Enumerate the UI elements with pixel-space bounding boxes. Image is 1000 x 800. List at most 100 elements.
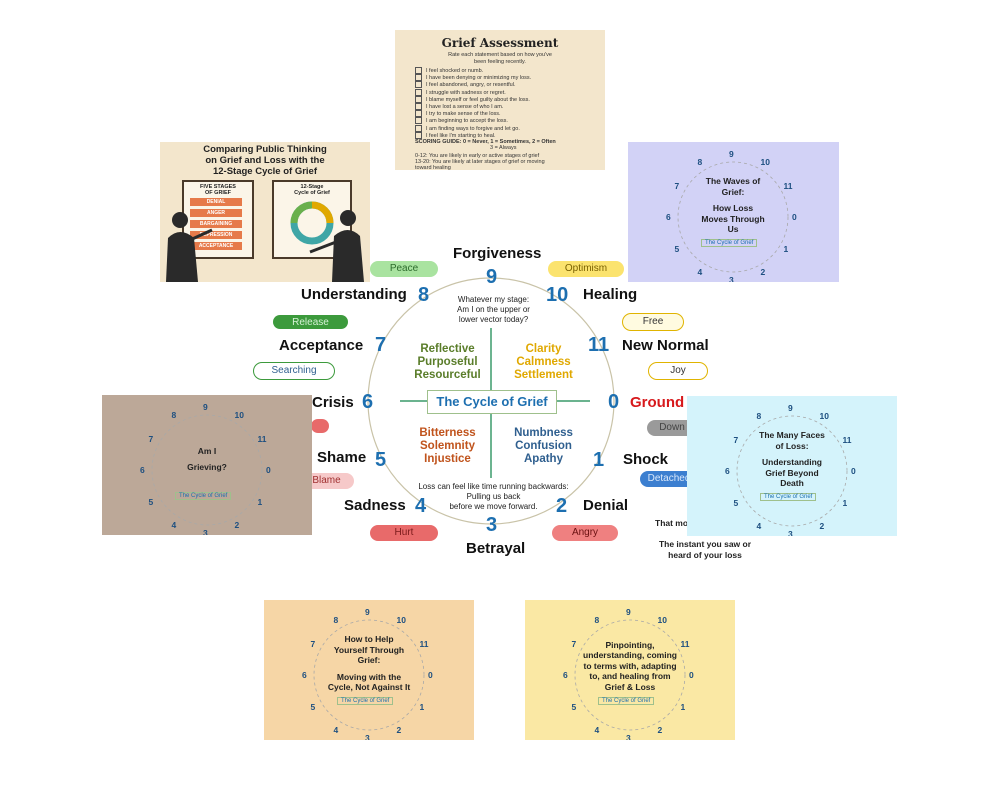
assessment-item-text: I struggle with sadness or regret. — [426, 89, 506, 96]
checkbox[interactable] — [415, 81, 422, 89]
title-line: FIVE STAGES — [200, 184, 236, 190]
stage-label-understanding: Understanding — [301, 286, 407, 303]
mini-stage-number: 10 — [234, 410, 244, 421]
five-stage-arrow: ANGER — [190, 209, 242, 217]
mini-stage-number: 11 — [257, 433, 267, 444]
title-line: Understanding — [762, 457, 822, 467]
mini-stage-number: 10 — [657, 615, 667, 626]
quadrant-word: Apathy — [524, 453, 563, 465]
note-line: Pulling us back — [466, 492, 521, 501]
assessment-item-text: I try to make sense of the loss. — [426, 111, 501, 118]
title-line: Death — [780, 478, 804, 488]
note-line: That mo — [655, 518, 689, 528]
stage-label-new-normal: New Normal — [622, 337, 709, 354]
cycle-center-title: The Cycle of Grief — [427, 390, 557, 414]
mini-stage-number: 6 — [725, 466, 730, 476]
title-line: Comparing Public Thinking — [203, 144, 327, 155]
shock-note: The instant you saw or heard of your los… — [650, 539, 760, 561]
mini-stage-number: 8 — [697, 157, 703, 168]
checkbox[interactable] — [415, 103, 422, 110]
upper-vector-note: Whatever my stage: Am I on the upper or … — [436, 295, 551, 325]
cycle-of-grief-tag: The Cycle of Grief — [701, 239, 758, 247]
title-line: How to Help — [344, 634, 394, 644]
mini-stage-number: 0 — [792, 212, 797, 222]
note-line: Am I on the upper or — [457, 305, 530, 314]
title-line: 12-Stage — [300, 184, 324, 190]
assessment-item-text: I am finding ways to forgive and let go. — [426, 125, 520, 132]
mini-stage-number: 4 — [333, 724, 339, 735]
mini-stage-number: 9 — [365, 607, 370, 617]
assessment-item: I am beginning to accept the loss. — [415, 117, 508, 125]
emotion-cloud-hurt: Hurt — [370, 525, 438, 541]
assessment-item-text: I blame myself or feel guilty about the … — [426, 96, 530, 103]
quadrant-word: Reflective — [420, 343, 475, 355]
title-line: to terms with, adapting — [583, 660, 677, 671]
emotion-cloud-searching: Searching — [253, 362, 335, 380]
assessment-item-text: I have been denying or minimizing my los… — [426, 75, 532, 82]
mini-stage-number: 10 — [396, 615, 406, 626]
quadrant-upper-right: Clarity Calmness Settlement — [496, 343, 591, 382]
stage-label-crisis: Crisis — [312, 394, 354, 411]
mini-stage-number: 1 — [783, 243, 789, 254]
mini-stage-number: 0 — [266, 465, 271, 475]
emotion-cloud-peace: Peace — [370, 261, 438, 277]
time-backwards-note: Loss can feel like time running backward… — [416, 482, 571, 512]
mini-stage-number: 9 — [203, 402, 208, 412]
title-line: OF GRIEF — [205, 190, 231, 196]
stage-number-2: 2 — [556, 495, 568, 517]
checkbox[interactable] — [415, 131, 422, 139]
emotion-cloud-detached: Detached — [640, 471, 698, 487]
mini-stage-number: 2 — [760, 266, 766, 277]
title-line: The Many Faces — [759, 430, 825, 440]
title-line: The Waves of — [705, 176, 761, 186]
cycle-of-grief-tag: The Cycle of Grief — [598, 697, 655, 705]
note-line: Whatever my stage: — [457, 295, 530, 304]
stage-number-7: 7 — [375, 334, 387, 356]
scoring-guide: 3 = Always — [490, 145, 517, 151]
checkbox[interactable] — [415, 95, 422, 103]
stage-label-sadness: Sadness — [344, 497, 406, 514]
title-line: 12-Stage Cycle of Grief — [212, 166, 317, 177]
stage-number-11: 11 — [588, 334, 610, 356]
assessment-item: I struggle with sadness or regret. — [415, 88, 506, 96]
cycle-of-grief-tag: The Cycle of Grief — [337, 697, 394, 705]
checkbox[interactable] — [415, 67, 422, 74]
stage-label-shame: Shame — [317, 449, 367, 466]
stage-label-healing: Healing — [583, 286, 638, 303]
stage-number-5: 5 — [375, 449, 387, 471]
checkbox[interactable] — [415, 117, 422, 125]
emotion-cloud-release: Release — [273, 315, 348, 329]
checkbox[interactable] — [415, 88, 422, 96]
cycle-of-grief-tag: The Cycle of Grief — [760, 493, 817, 501]
assessment-intro: been feeling recently. — [474, 59, 526, 65]
mini-stage-number: 5 — [674, 243, 680, 254]
checkbox[interactable] — [415, 110, 422, 118]
mini-stage-number: 9 — [626, 607, 631, 617]
mini-stage-number: 7 — [571, 638, 577, 649]
checkbox[interactable] — [415, 124, 422, 132]
quadrant-word: Resourceful — [414, 369, 481, 381]
mini-stage-number: 4 — [171, 519, 177, 530]
checkbox[interactable] — [415, 74, 422, 82]
five-stage-arrow: BARGAINING — [190, 220, 242, 228]
mini-stage-number: 1 — [257, 496, 263, 507]
title-line: Moving with the — [336, 671, 402, 682]
mini-stage-number: 9 — [729, 149, 734, 159]
mini-stage-number: 0 — [428, 670, 433, 680]
mini-stage-number: 8 — [756, 411, 762, 422]
title-line: Yourself Through — [333, 644, 405, 655]
mini-stage-number: 5 — [733, 497, 739, 508]
mini-stage-number: 11 — [842, 434, 852, 445]
mini-cycle-ring — [677, 161, 789, 273]
assessment-item: I feel abandoned, angry, or resentful. — [415, 81, 516, 89]
mini-stage-number: 7 — [674, 180, 680, 191]
ground-zero-note-2: That mo — [655, 518, 695, 529]
stage-label-betrayal: Betrayal — [466, 540, 526, 557]
